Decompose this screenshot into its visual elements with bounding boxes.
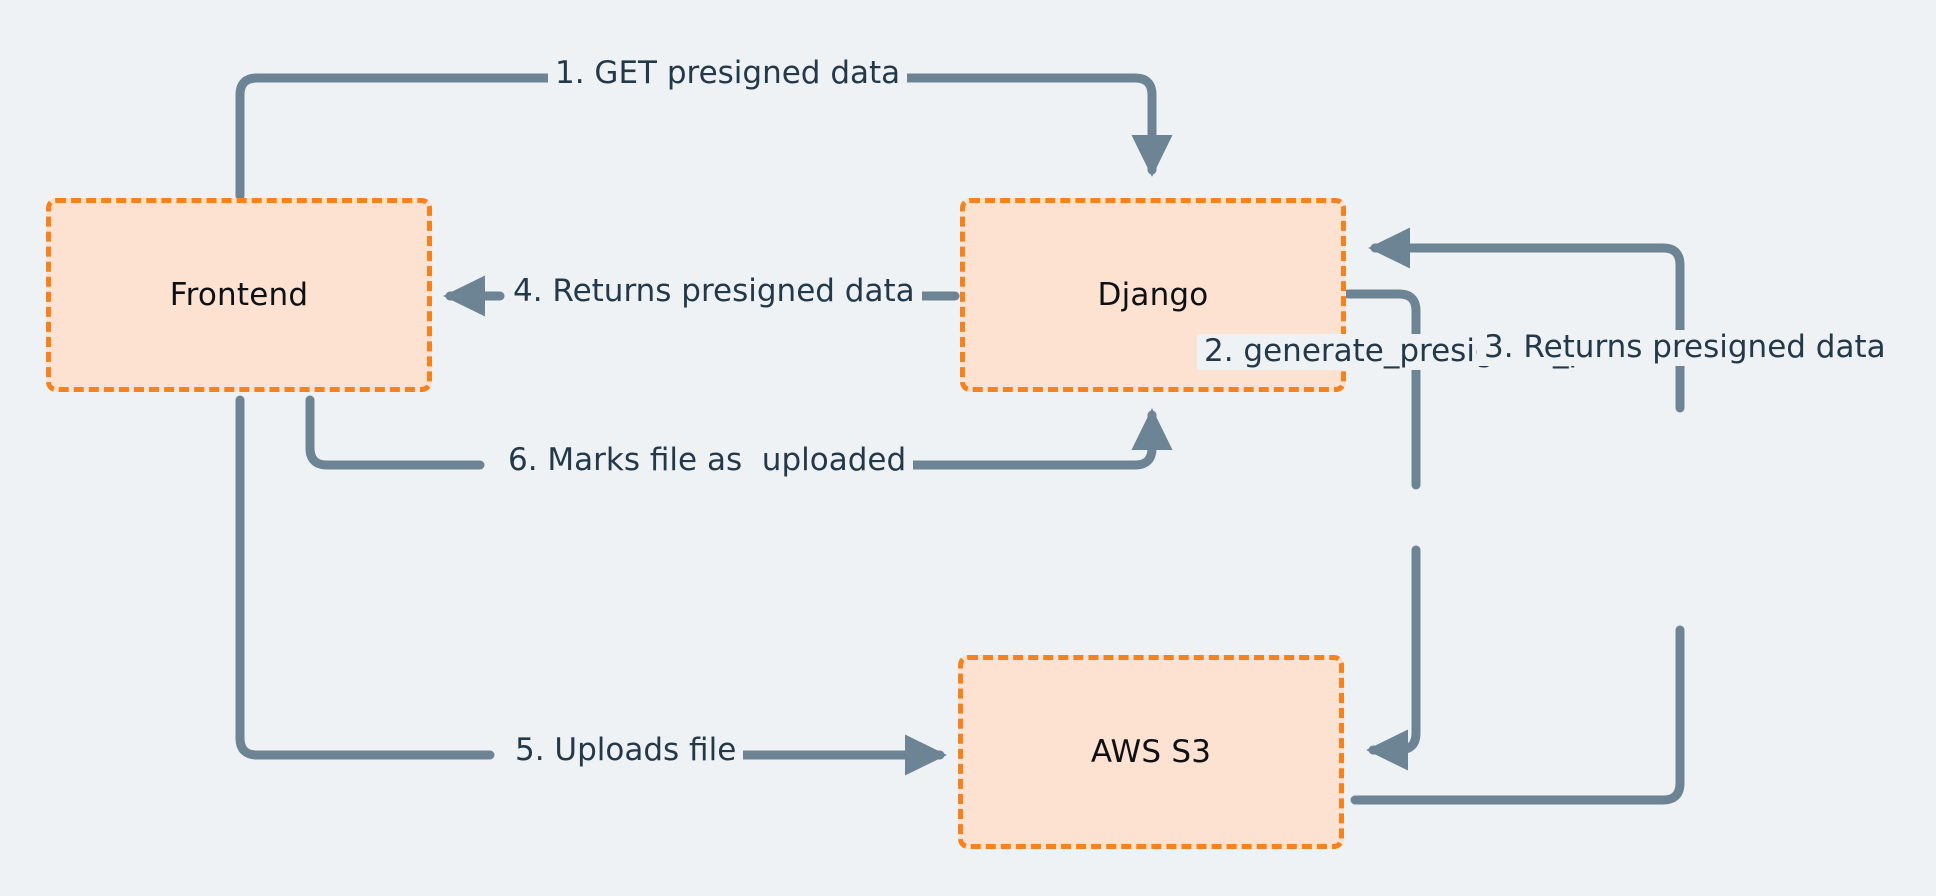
edge-label-6: 6. Marks file as uploaded [501,442,914,479]
edge-label-1: 1. GET presigned data [548,55,908,92]
edge-path-5a [235,395,495,760]
edge-path-3a [1350,625,1685,805]
node-frontend-label: Frontend [169,277,309,313]
edge-path-6a [305,395,485,470]
edge-path-1a [235,73,595,201]
edge-path-1b [890,73,1173,177]
edge-path-2a [1343,289,1421,490]
node-aws-s3-label: AWS S3 [1090,734,1212,770]
edge-path-2b [1366,545,1421,771]
node-aws-s3[interactable]: AWS S3 [958,655,1344,849]
edge-label-5: 5. Uploads file [508,732,744,769]
node-django-label: Django [1097,277,1209,313]
node-frontend[interactable]: Frontend [46,198,432,392]
edge-label-4: 4. Returns presigned data [506,273,922,310]
edge-label-3: 3. Returns presigned data [1477,329,1893,366]
edge-path-3b [1368,227,1685,413]
edge-path-6b [900,408,1173,470]
